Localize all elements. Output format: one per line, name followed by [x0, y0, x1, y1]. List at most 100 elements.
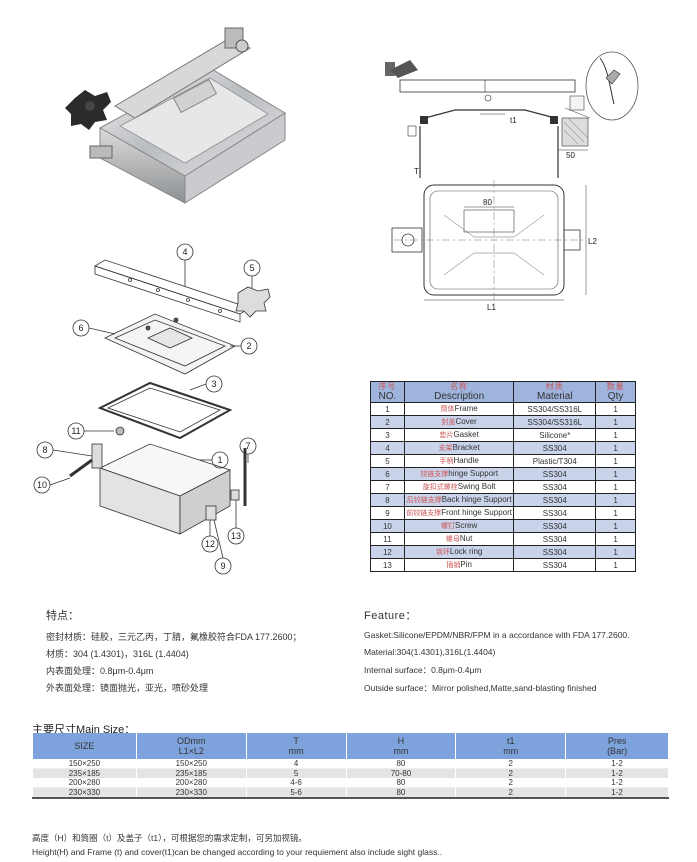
part-material: SS304	[513, 467, 597, 481]
l1-label: L1	[487, 303, 496, 312]
features-cn-line: 材质：304 (1.4301)，316L (1.4404)	[46, 649, 189, 659]
size-header: Pres(Bar)	[565, 733, 669, 759]
part-qty: 1	[595, 532, 636, 546]
size-cell: 1-2	[565, 768, 669, 778]
size-cell: 150×250	[32, 759, 137, 769]
part-description: 后铰链支撑Back hinge Support	[403, 493, 515, 507]
size-cell: 2	[455, 787, 567, 798]
size-cell: 235×185	[135, 768, 247, 778]
note-en: Height(H) and Frame (t) and cover(t1)can…	[32, 847, 443, 857]
part-description: 前铰链支撑Front hinge Support	[403, 506, 515, 520]
size-cell: 1-2	[565, 759, 669, 769]
part-no: 1	[370, 402, 405, 416]
size-cell: 80	[345, 759, 457, 769]
top-view-drawing: 80 L1 L2	[391, 180, 597, 312]
part-description: 螺钉Screw	[403, 519, 515, 533]
part-no: 8	[370, 493, 405, 507]
callout-8: 8	[42, 445, 47, 455]
part-material: Plastic/T304	[513, 454, 597, 468]
part-qty: 1	[595, 402, 636, 416]
side-section-drawing: t1 50 T	[385, 51, 639, 178]
width-80-label: 80	[483, 198, 492, 207]
features-en-title: Feature：	[364, 610, 417, 622]
callout-12: 12	[205, 539, 215, 549]
callout-4: 4	[182, 247, 187, 257]
part-material: SS304	[513, 558, 597, 572]
part-no: 2	[370, 415, 405, 429]
part-material: SS304	[513, 545, 597, 559]
part-no: 13	[370, 558, 405, 572]
callout-13: 13	[231, 531, 241, 541]
callout-5: 5	[249, 263, 254, 273]
part-description: 旋扣式螺栓Swing Bolt	[403, 480, 515, 494]
part-description: 封盖Cover	[403, 415, 515, 429]
features-en-line: Outside surface：Mirror polished,Matte,sa…	[364, 683, 597, 693]
part-no: 6	[370, 467, 405, 481]
size-cell: 2	[455, 768, 567, 778]
part-material: SS304	[513, 493, 597, 507]
product-photo	[65, 27, 286, 204]
part-description: 手柄Handle	[403, 454, 515, 468]
part-material: SS304	[513, 519, 597, 533]
features-cn-line: 密封材质：硅胶，三元乙丙，丁腈，氟橡胶符合FDA 177.2600；	[46, 632, 302, 642]
part-material: SS304	[513, 441, 597, 455]
part-no: 11	[370, 532, 405, 546]
size-cell: 150×250	[135, 759, 247, 769]
part-qty: 1	[595, 493, 636, 507]
size-cell: 70-80	[345, 768, 457, 778]
part-description: 筒体Frame	[403, 402, 515, 416]
width-50-label: 50	[566, 151, 575, 160]
part-material: Silicone*	[513, 428, 597, 442]
part-no: 7	[370, 480, 405, 494]
part-no: 12	[370, 545, 405, 559]
part-qty: 1	[595, 415, 636, 429]
part-description: 垫片Gasket	[403, 428, 515, 442]
part-material: SS304	[513, 506, 597, 520]
part-qty: 1	[595, 506, 636, 520]
t-dim-label: T	[414, 167, 419, 176]
size-cell: 5-6	[245, 787, 347, 798]
part-material: SS304	[513, 480, 597, 494]
part-material: SS304/SS316L	[513, 402, 597, 416]
part-description: 支架Bracket	[403, 441, 515, 455]
part-description: 螺母Nut	[403, 532, 515, 546]
features-en-line: Internal surface：0.8μm-0.4μm	[364, 665, 482, 675]
features-en-line: Material:304(1.4301),316L(1.4404)	[364, 647, 496, 657]
size-cell: 230×330	[32, 787, 137, 798]
part-description: 铰链支撑hinge Support	[403, 467, 515, 481]
exploded-view-drawing: 4 5 6 2 3 11 8 10 1 7 12 13 9	[33, 243, 271, 575]
part-qty: 1	[595, 519, 636, 533]
callout-2: 2	[246, 341, 251, 351]
callout-10: 10	[37, 480, 47, 490]
size-cell: 80	[345, 787, 457, 798]
part-qty: 1	[595, 545, 636, 559]
size-cell: 80	[345, 778, 457, 788]
callout-11: 11	[71, 426, 80, 436]
part-material: SS304	[513, 532, 597, 546]
size-cell: 2	[455, 778, 567, 788]
size-cell: 235×185	[32, 768, 137, 778]
size-header: SIZE	[32, 733, 137, 759]
callout-7: 7	[245, 441, 250, 451]
